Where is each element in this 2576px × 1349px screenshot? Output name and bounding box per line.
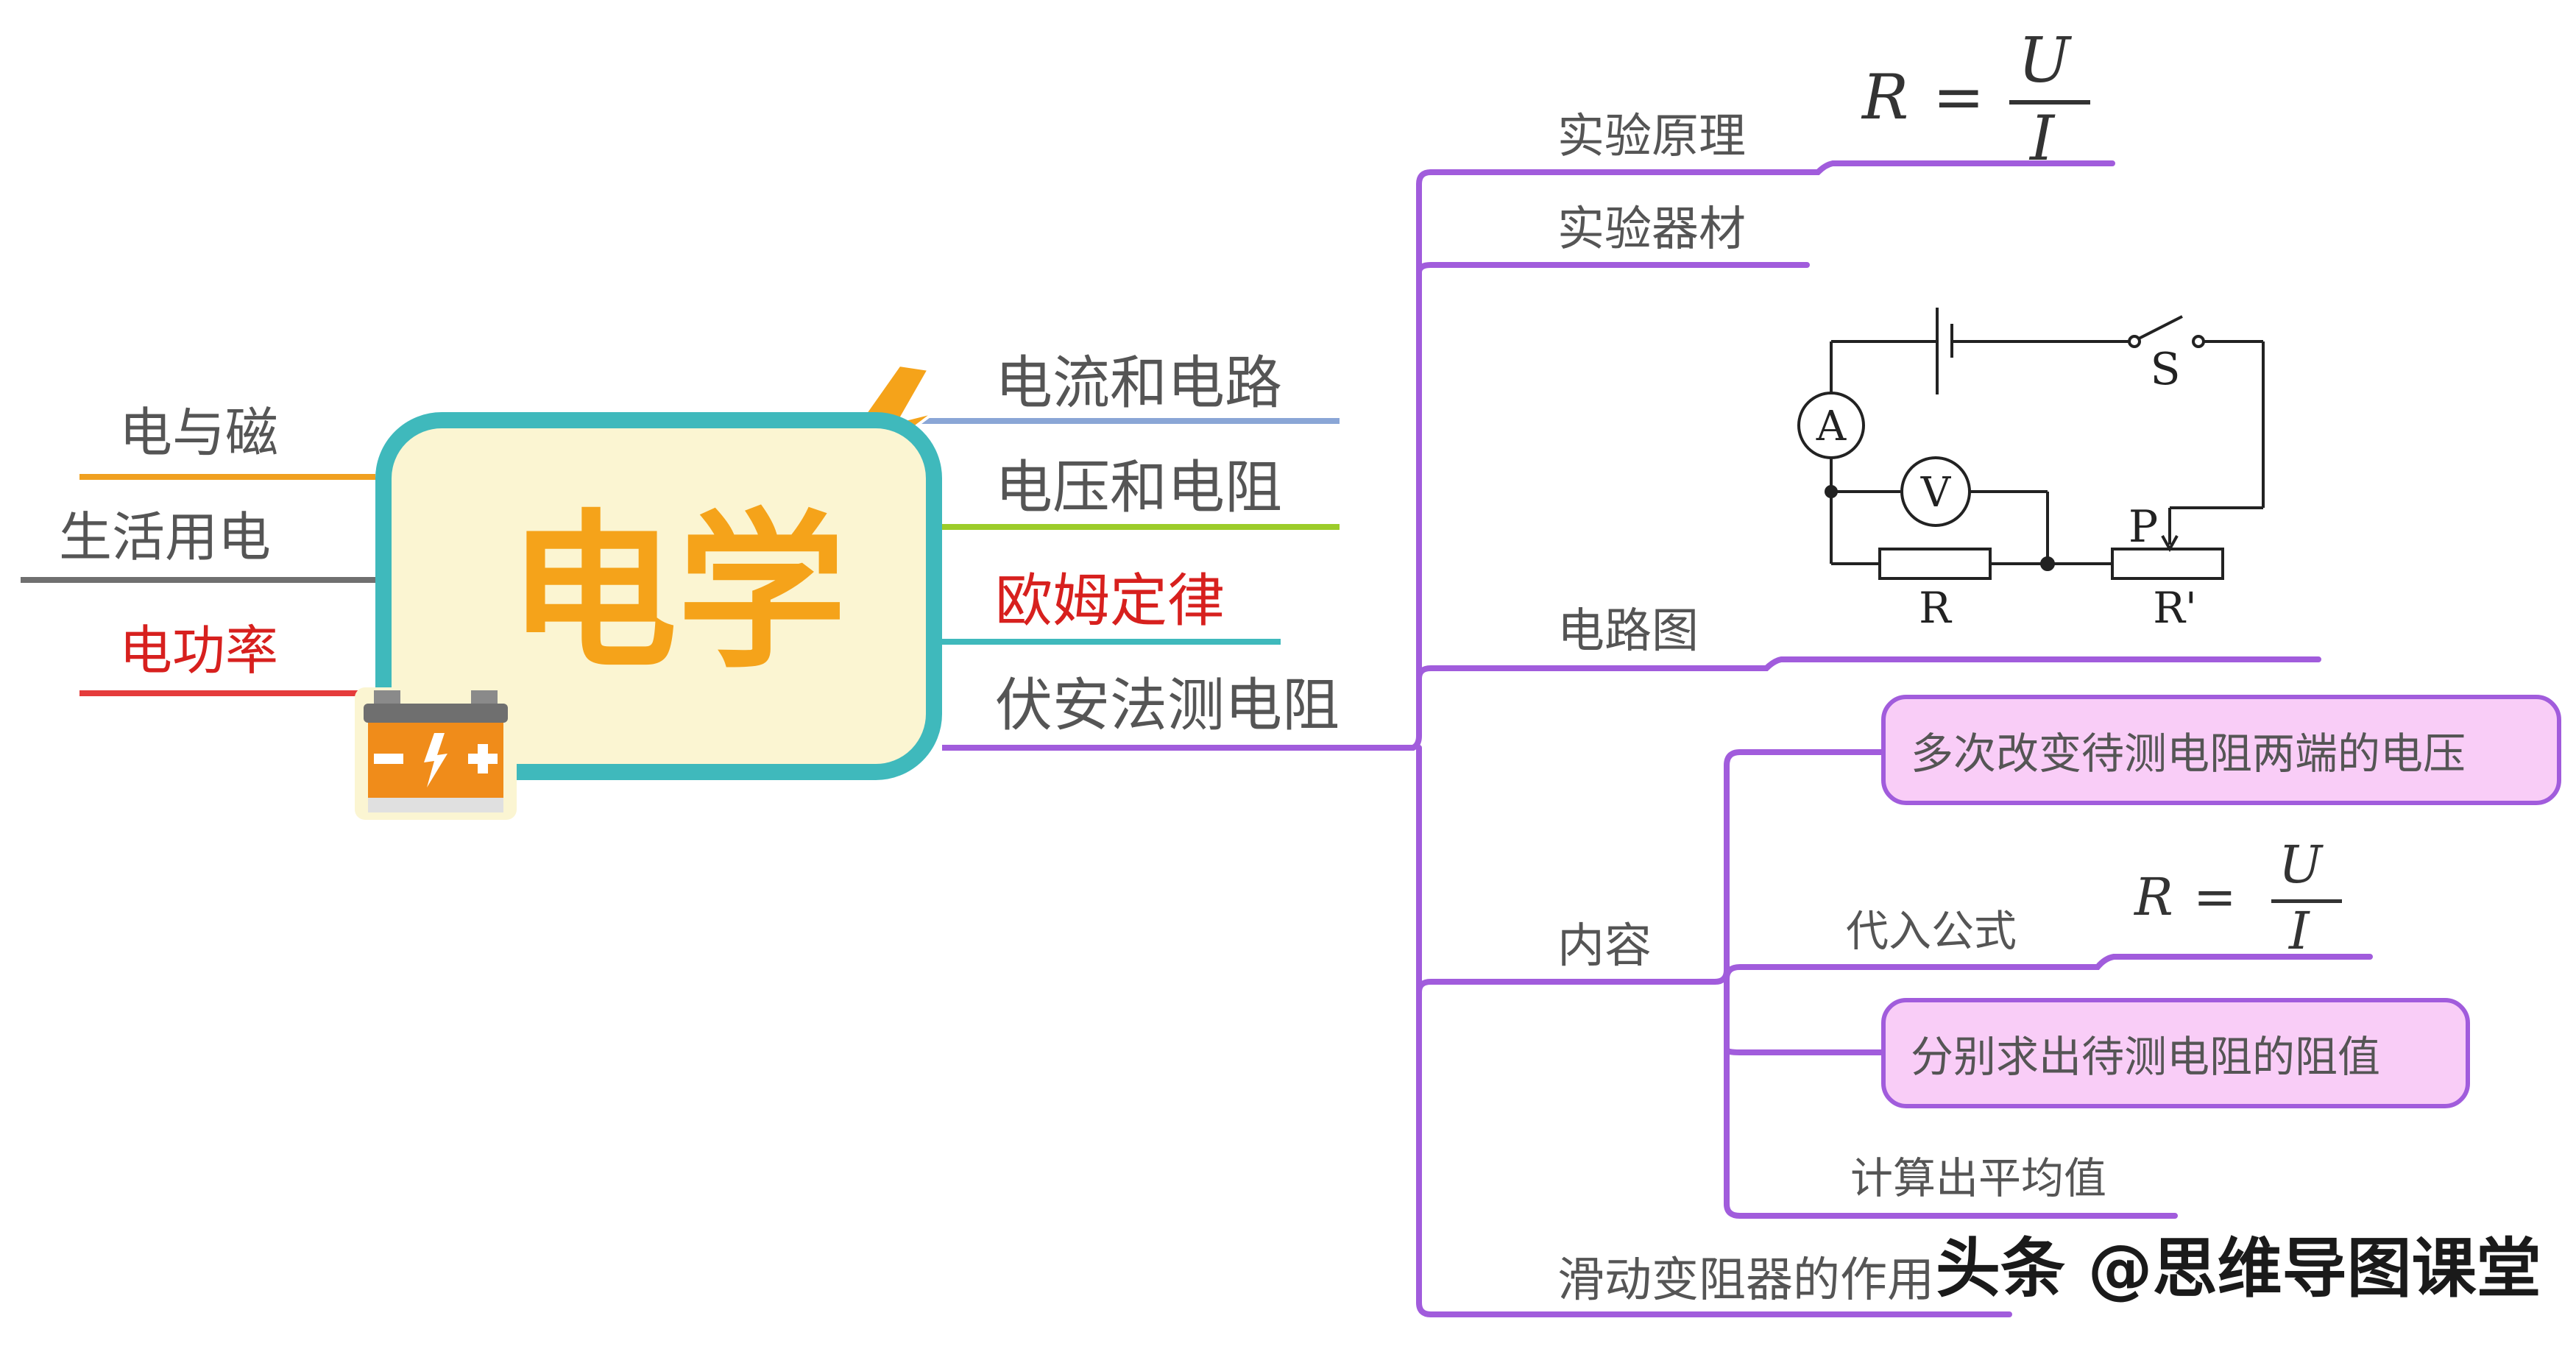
trunk-line-lower [1416, 745, 1434, 1317]
sub-topic-circuit-diagram[interactable]: 电路图 [1557, 604, 1699, 659]
content-formula-denominator: I [2289, 901, 2310, 961]
line-principle [1428, 160, 2115, 175]
left-topic-electromagnetism[interactable]: 电与磁 [119, 402, 279, 464]
slider-label: P [2129, 501, 2158, 553]
battery-icon [355, 687, 517, 820]
circuit-diagram [1797, 308, 2265, 580]
content-formula-fraction-bar [2271, 899, 2342, 903]
resistor-label: R [1919, 583, 1953, 633]
switch-label: S [2150, 344, 2180, 395]
rheostat-label: R' [2153, 583, 2197, 633]
content-step-change-voltage[interactable]: 多次改变待测电阻两端的电压 [1881, 695, 2561, 805]
central-topic-box[interactable] [375, 412, 942, 780]
topic-current-and-circuit[interactable]: 电流和电路 [995, 350, 1283, 417]
formula-denominator: I [2030, 102, 2055, 174]
rheostat-symbol [2111, 548, 2224, 580]
content-step-compute-resistance[interactable]: 分别求出待测电阻的阻值 [1881, 998, 2470, 1108]
ammeter-label: A [1816, 403, 1847, 450]
formula-lhs: R [1862, 61, 1909, 133]
formula-fraction-bar [2009, 100, 2090, 105]
topic-voltage-and-resistance[interactable]: 电压和电阻 [995, 455, 1283, 521]
topic-ohms-law[interactable]: 欧姆定律 [995, 568, 1225, 634]
content-trunk [1724, 749, 1884, 985]
line-step3 [1724, 1047, 1884, 1055]
switch-contact-right [2192, 335, 2205, 348]
resistor-symbol [1878, 548, 1992, 580]
formula-equals: = [1933, 61, 1985, 133]
line-equipment [1416, 262, 1810, 275]
content-formula-lhs: R [2134, 867, 2173, 927]
sub-topic-principle[interactable]: 实验原理 [1557, 110, 1746, 164]
content-step-average[interactable]: 计算出平均值 [1850, 1153, 2107, 1203]
sub-topic-rheostat-role[interactable]: 滑动变阻器的作用 [1557, 1253, 1934, 1308]
left-topic-household-electricity[interactable]: 生活用电 [59, 506, 272, 568]
content-formula-equals: = [2193, 867, 2237, 927]
formula-numerator: U [2018, 24, 2070, 96]
sub-topic-content[interactable]: 内容 [1557, 919, 1652, 974]
central-topic-title: 电学 [508, 493, 847, 692]
sub-topic-equipment[interactable]: 实验器材 [1557, 202, 1746, 257]
line-circuit [1416, 656, 2321, 681]
watermark: 头条 @思维导图课堂 [1936, 1231, 2541, 1306]
left-topic-electric-power[interactable]: 电功率 [119, 620, 279, 681]
switch-contact-left [2128, 335, 2141, 348]
junction-right [2040, 556, 2055, 571]
content-trunk-lower [1724, 979, 2178, 1219]
switch-blade [2138, 315, 2183, 340]
content-step-substitute-formula[interactable]: 代入公式 [1846, 906, 2017, 956]
voltmeter-label: V [1920, 469, 1952, 517]
line-step2 [1724, 954, 2373, 982]
trunk-line [1410, 169, 1434, 751]
topic-voltammetry[interactable]: 伏安法测电阻 [995, 673, 1340, 739]
voltammetry-tree [1410, 160, 2373, 1317]
content-formula-numerator: U [2279, 835, 2322, 895]
